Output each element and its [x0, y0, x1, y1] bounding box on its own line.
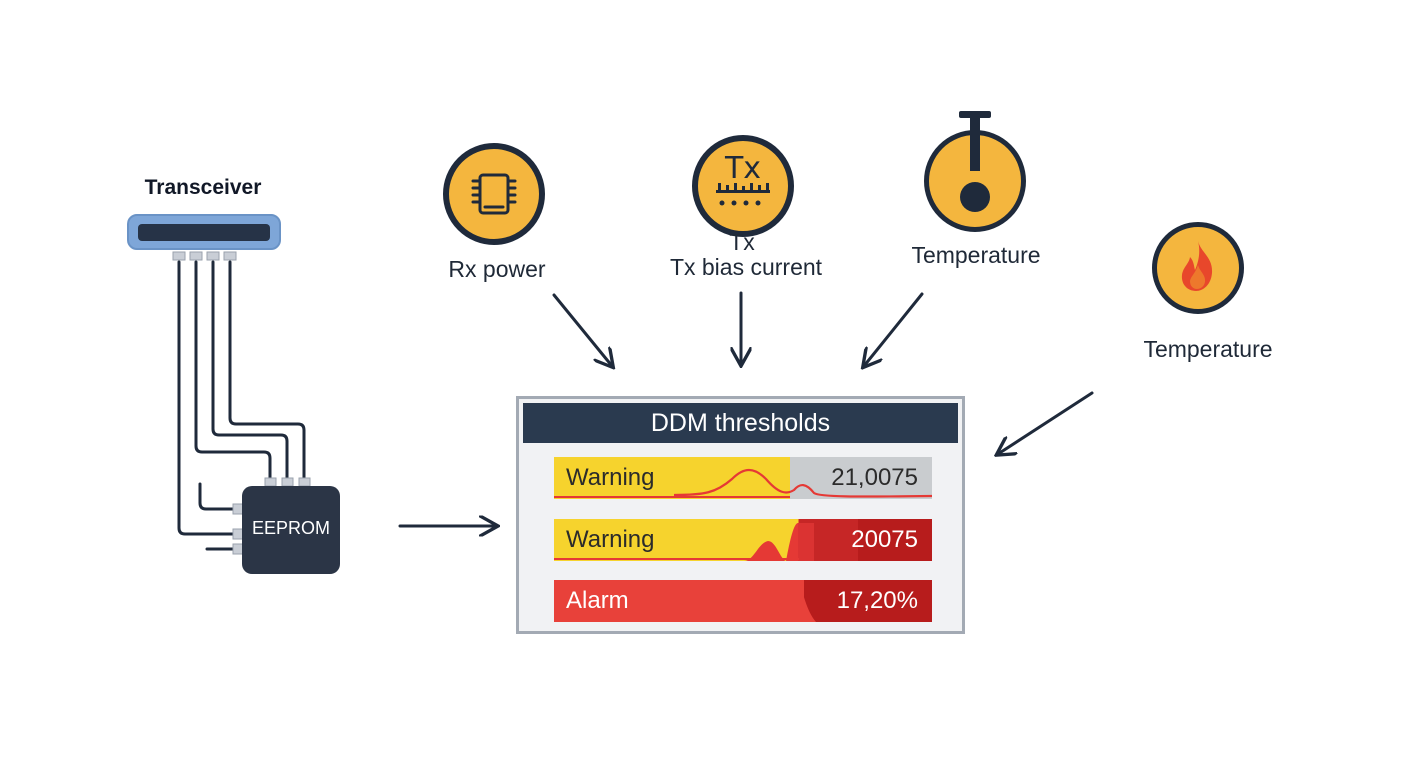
- row-curve: [554, 519, 858, 561]
- threshold-row-alarm: Alarm 17,20%: [554, 580, 932, 622]
- flame-icon: [1152, 222, 1244, 314]
- tx-bias-current-label: Tx bias current: [669, 254, 823, 280]
- thermometer-glyph: [959, 111, 991, 212]
- tx-icon-text: Tx: [724, 151, 762, 186]
- threshold-row-warning-2: Warning 20075: [554, 519, 932, 561]
- row-value: 20075: [851, 526, 918, 553]
- arrow-temp2-to-panel: [998, 391, 1094, 454]
- row-fill: [554, 457, 790, 499]
- ddm-thresholds-panel: DDM thresholds Warning 21,0075 Warning 2…: [516, 396, 965, 634]
- arrow-rx-to-panel: [552, 293, 612, 366]
- flame-glyph: [1181, 241, 1213, 291]
- temperature-label-1: Temperature: [911, 242, 1041, 268]
- row-curve: [798, 580, 816, 622]
- row-curve: [554, 468, 932, 498]
- row-value: 21,0075: [831, 464, 918, 491]
- tx-label: Tx: [729, 229, 755, 255]
- row-label: Warning: [566, 464, 655, 491]
- row-label: Warning: [566, 526, 655, 553]
- transceiver-module: [127, 214, 281, 250]
- transceiver-title: Transceiver: [144, 176, 262, 199]
- chip-icon-glyph: [471, 173, 517, 215]
- chip-icon: [443, 143, 545, 245]
- eeprom-chip: EEPROM: [242, 486, 340, 574]
- panel-title: DDM thresholds: [523, 403, 958, 443]
- tx-icon: Tx: [692, 135, 794, 237]
- tx-icon-wave: [716, 183, 770, 206]
- rx-power-label: Rx power: [448, 256, 546, 282]
- temperature-label-2: Temperature: [1143, 336, 1273, 362]
- thermometer-icon: [924, 111, 1026, 232]
- transceiver-pins: [172, 251, 237, 261]
- row-fill: [554, 580, 804, 622]
- arrow-temp1-to-panel: [864, 292, 924, 366]
- transceiver-slot: [138, 224, 270, 241]
- transceiver-wires: [177, 260, 306, 551]
- row-value: 17,20%: [836, 587, 918, 614]
- eeprom-label: EEPROM: [251, 518, 330, 538]
- row-label: Alarm: [566, 587, 629, 614]
- threshold-row-warning-1: Warning 21,0075: [554, 457, 932, 499]
